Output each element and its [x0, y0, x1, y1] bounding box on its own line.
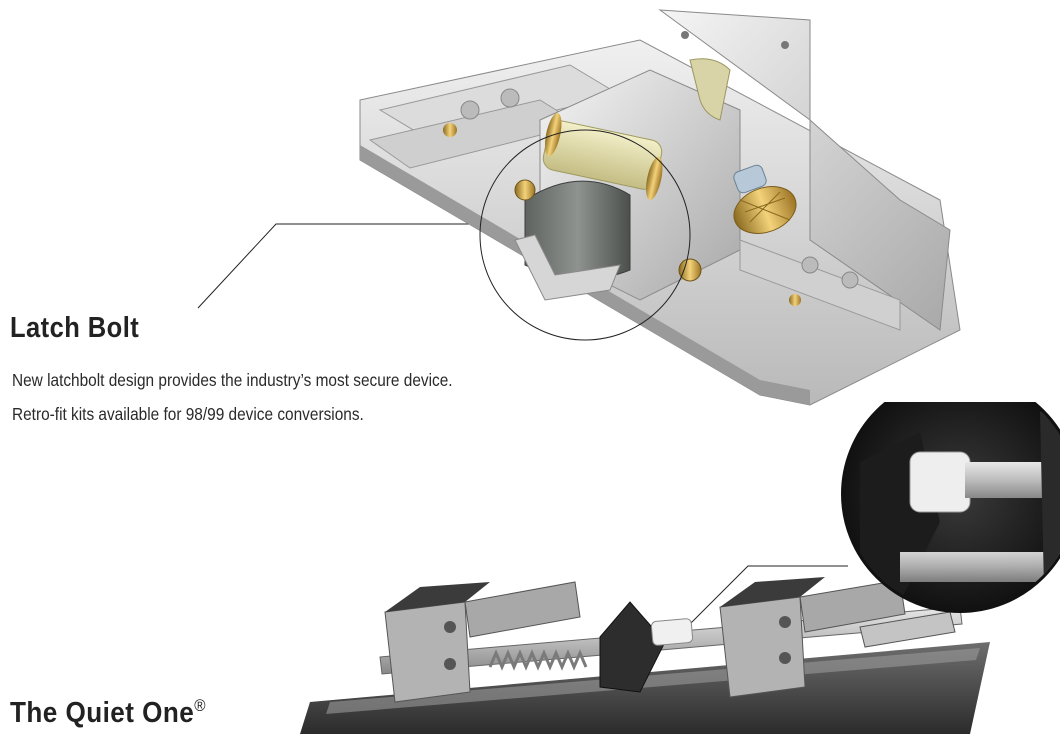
latch-bolt-title: Latch Bolt	[10, 312, 140, 344]
cam-lever	[689, 58, 731, 121]
quiet-one-callout-line	[665, 565, 848, 649]
latch-bolt-callout-line	[197, 223, 480, 309]
spring	[733, 164, 767, 194]
latch-bolt-description-line-2: Retro-fit kits available for 98/99 devic…	[12, 404, 364, 424]
brass-screw	[789, 294, 801, 306]
quiet-one-title-text: The Quiet One	[10, 697, 195, 729]
brass-screw	[678, 258, 702, 282]
center-bracket	[599, 601, 666, 693]
quiet-one-mechanism-illustration	[300, 402, 1060, 734]
registered-trademark: ®	[194, 696, 206, 715]
latch-bolt-callout-circle	[479, 129, 691, 341]
left-bracket	[384, 601, 471, 703]
mounting-plate	[658, 9, 951, 331]
quiet-one-title: The Quiet One®	[10, 696, 206, 730]
latch-bolt-description-line-1: New latchbolt design provides the indust…	[12, 370, 453, 390]
latch-bolt-device-illustration	[359, 9, 961, 406]
brass-screw	[443, 123, 457, 137]
brass-screw	[514, 179, 536, 201]
compression-spring	[488, 649, 588, 671]
quiet-bumper	[650, 618, 694, 646]
bolt-bracket	[514, 234, 621, 301]
right-bracket	[719, 596, 806, 698]
